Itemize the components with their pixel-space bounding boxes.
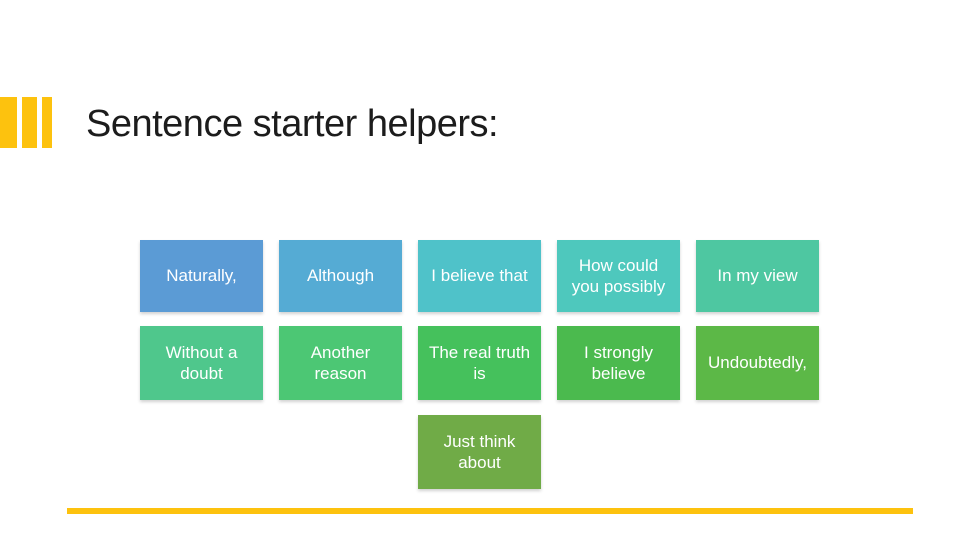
title-accent-bar xyxy=(42,97,52,148)
starter-box: Without a doubt xyxy=(140,326,263,400)
starter-box: Naturally, xyxy=(140,240,263,312)
title-accent-bar xyxy=(0,97,17,148)
starter-box: The real truth is xyxy=(418,326,541,400)
starter-box: In my view xyxy=(696,240,819,312)
starter-box: Another reason xyxy=(279,326,402,400)
starter-box: I believe that xyxy=(418,240,541,312)
starter-box: I strongly believe xyxy=(557,326,680,400)
starter-box: Undoubtedly, xyxy=(696,326,819,400)
footer-accent-line xyxy=(67,508,913,514)
starter-box: How could you possibly xyxy=(557,240,680,312)
slide-title: Sentence starter helpers: xyxy=(86,103,499,145)
title-accent-bar xyxy=(22,97,37,148)
starter-box: Although xyxy=(279,240,402,312)
starter-box: Just think about xyxy=(418,415,541,489)
